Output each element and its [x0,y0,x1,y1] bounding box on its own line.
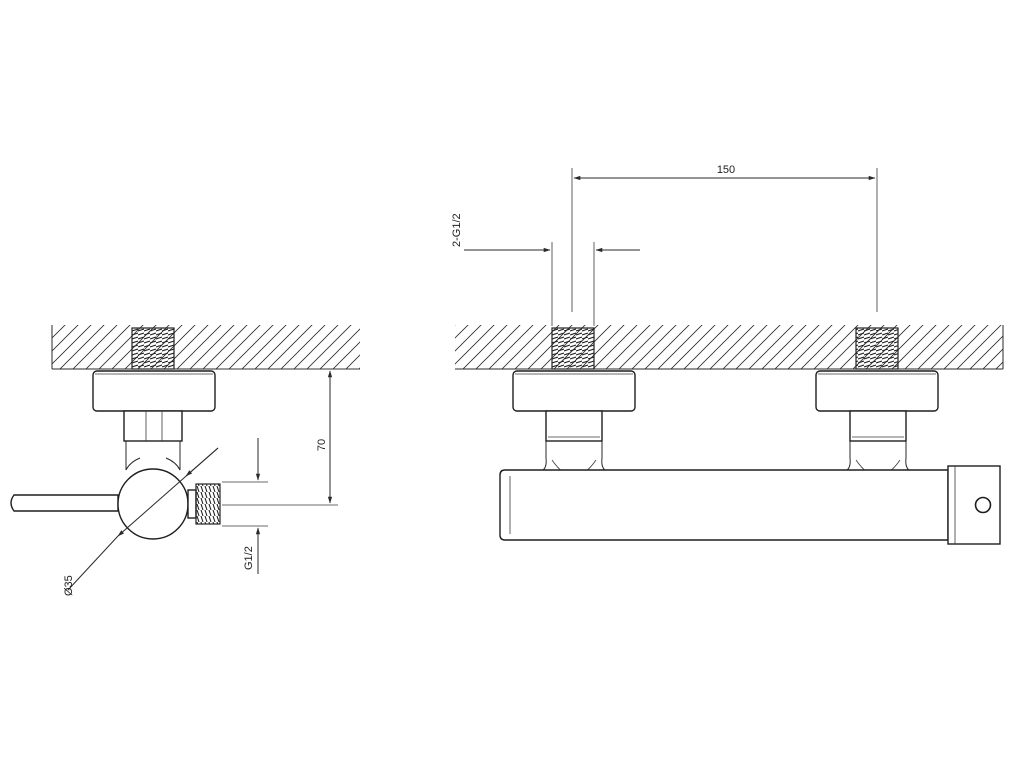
front-wall-hatch [455,325,1004,370]
front-right-escutcheon [815,370,939,412]
side-handle-lever [10,494,119,512]
side-depth-label: 70 [316,439,328,451]
side-outlet-dimension [222,438,268,574]
side-depth-dimension [218,368,360,506]
front-right-connector [833,410,923,477]
side-inlet-thread [131,327,175,370]
side-diameter-label: Ø35 [63,575,75,596]
front-inlet-label: 2-G1/2 [451,213,463,247]
front-handle-cap [947,465,1001,545]
front-spacing-dimension [571,168,878,312]
side-connector [123,410,183,471]
front-view: 150 2-G1/2 [451,164,1004,545]
front-left-connector [529,410,619,477]
front-left-inlet-thread [551,327,595,370]
front-mixer-body [499,469,949,541]
side-wall-hatch [51,325,360,370]
side-diameter-leader [67,447,219,591]
front-left-escutcheon [512,370,636,412]
side-view: Ø35 70 G1/2 [10,325,360,596]
side-outlet-label: G1/2 [243,546,255,570]
front-right-inlet-thread [855,327,899,370]
front-spacing-label: 150 [717,164,735,176]
side-body-circle [117,468,189,540]
side-outlet-thread [187,483,221,525]
side-escutcheon [92,370,216,412]
front-inlet-dimension [464,242,640,326]
